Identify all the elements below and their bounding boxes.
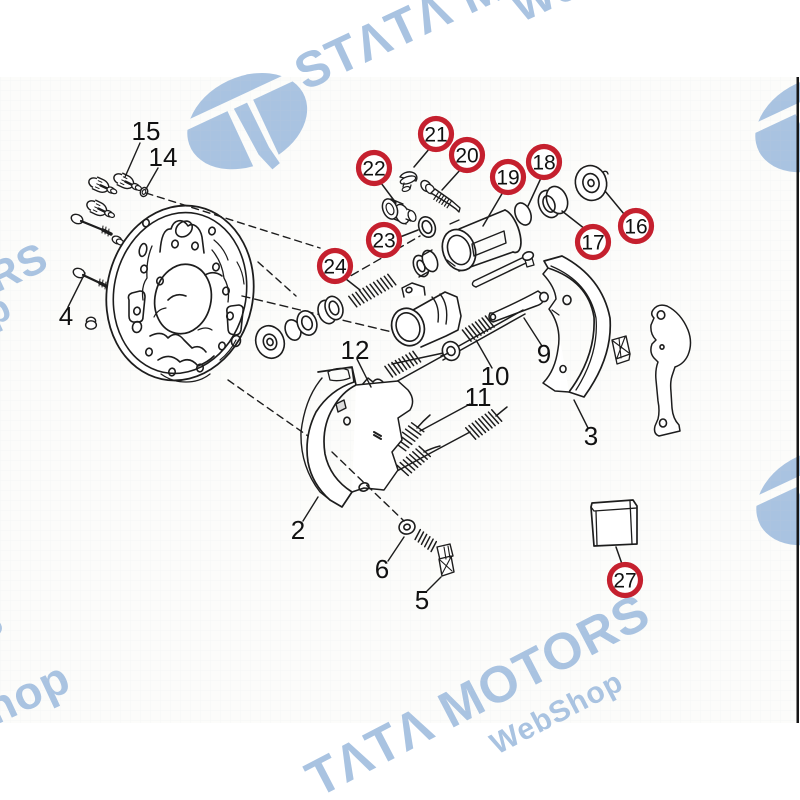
svg-text:14: 14 xyxy=(149,142,178,172)
svg-text:6: 6 xyxy=(375,554,389,584)
svg-text:5: 5 xyxy=(415,585,429,615)
svg-text:9: 9 xyxy=(537,339,551,369)
svg-text:12: 12 xyxy=(341,335,370,365)
svg-text:23: 23 xyxy=(372,230,395,253)
svg-text:16: 16 xyxy=(624,216,647,239)
svg-text:4: 4 xyxy=(59,301,73,331)
svg-text:22: 22 xyxy=(362,158,385,181)
svg-text:3: 3 xyxy=(584,421,598,451)
svg-text:18: 18 xyxy=(532,152,555,175)
svg-text:2: 2 xyxy=(291,515,305,545)
svg-text:10: 10 xyxy=(481,361,510,391)
svg-text:15: 15 xyxy=(132,116,161,146)
svg-text:19: 19 xyxy=(496,167,519,190)
svg-text:20: 20 xyxy=(455,145,478,168)
svg-text:24: 24 xyxy=(323,256,347,279)
svg-text:27: 27 xyxy=(613,570,636,593)
svg-text:WebShop: WebShop xyxy=(505,0,715,32)
svg-text:11: 11 xyxy=(465,382,492,412)
svg-text:21: 21 xyxy=(424,124,447,147)
svg-text:17: 17 xyxy=(581,232,604,255)
